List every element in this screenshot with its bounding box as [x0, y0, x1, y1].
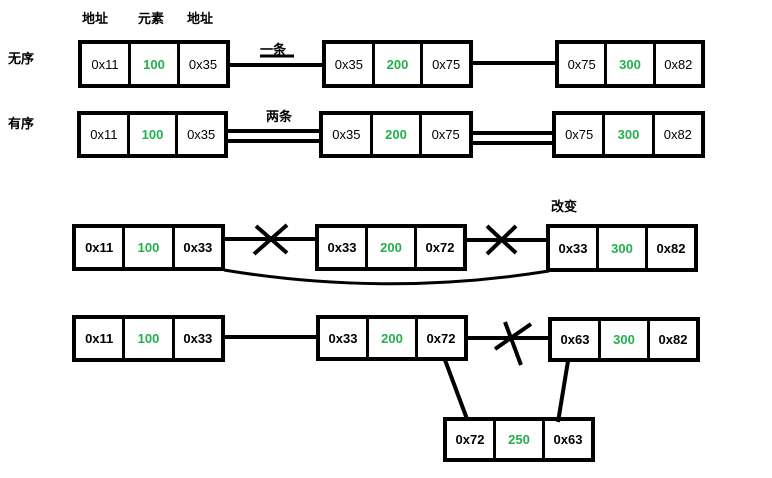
cell-value: 200 [369, 319, 418, 357]
column-header-address-1: 地址 [82, 11, 109, 26]
cell-value: 100 [125, 228, 175, 267]
cell-next-address: 0x33 [183, 240, 213, 255]
cell-next-address: 0x82 [663, 127, 692, 142]
node-unordered-2: 0x35 200 0x75 [322, 40, 473, 88]
row-label-ordered: 有序 [8, 116, 35, 131]
cell-next-address: 0x33 [183, 331, 213, 346]
cell-next-address: 0x75 [432, 56, 461, 72]
cell-next-address: 0x82 [658, 332, 688, 347]
cross-mark-2b-icon [485, 224, 518, 256]
cell-address: 0x72 [447, 421, 496, 458]
cell-address: 0x35 [326, 44, 375, 84]
node-inserted: 0x72 250 0x63 [443, 417, 595, 462]
cell-next-address: 0x63 [553, 432, 583, 447]
node-ordered-1: 0x11 100 0x35 [77, 111, 228, 158]
cell-value: 100 [131, 44, 180, 84]
cell-value: 200 [368, 228, 417, 267]
cell-address: 0x75 [559, 44, 608, 84]
cell-value: 200 [375, 44, 424, 84]
cell-value: 100 [130, 115, 179, 154]
annotation-two-lines: 两条 [266, 109, 293, 124]
node-unordered-3: 0x75 300 0x82 [555, 40, 705, 88]
node-unordered-1: 0x11 100 0x35 [78, 40, 230, 88]
cell-next-address: 0x75 [431, 127, 460, 142]
link-from-inserted-right [556, 360, 570, 423]
node-ordered-2: 0x35 200 0x75 [319, 111, 473, 158]
cell-address: 0x11 [81, 115, 130, 154]
cell-address: 0x33 [550, 228, 599, 268]
cell-address: 0x11 [76, 319, 126, 358]
node-relink1-1: 0x11 100 0x33 [72, 224, 225, 271]
cell-value: 100 [125, 319, 175, 358]
column-header-element: 元素 [138, 11, 165, 26]
cell-next-address: 0x82 [656, 240, 686, 256]
cell-value: 300 [607, 44, 656, 84]
cell-value: 300 [605, 115, 655, 154]
node-relink2-3: 0x63 300 0x82 [548, 317, 700, 362]
cell-value: 300 [601, 321, 650, 358]
node-ordered-3: 0x75 300 0x82 [552, 111, 705, 158]
cell-value: 300 [599, 228, 648, 268]
cell-address: 0x11 [76, 228, 126, 267]
cell-address: 0x75 [556, 115, 606, 154]
column-header-address-2: 地址 [187, 11, 214, 26]
bypass-curve [223, 268, 550, 286]
cell-address: 0x33 [319, 228, 368, 267]
annotation-one-line: 一条 [260, 42, 287, 57]
cross-mark-1a-icon [254, 224, 289, 255]
cell-next-address: 0x35 [187, 127, 216, 142]
cell-address: 0x35 [323, 115, 373, 154]
cross-mark-3a-icon [493, 322, 533, 351]
cross-mark-1b-icon [252, 223, 289, 256]
cell-address: 0x63 [552, 321, 601, 358]
node-relink2-1: 0x11 100 0x33 [72, 315, 225, 362]
node-relink1-3: 0x33 300 0x82 [546, 224, 698, 272]
cell-value: 200 [373, 115, 423, 154]
cross-mark-3b-icon [503, 321, 523, 366]
node-relink2-2: 0x33 200 0x72 [316, 315, 468, 361]
cross-mark-2a-icon [485, 224, 518, 255]
cell-address: 0x33 [320, 319, 369, 357]
cell-next-address: 0x72 [425, 240, 455, 255]
link-to-inserted-left [443, 359, 469, 420]
cell-next-address: 0x35 [188, 56, 218, 72]
cell-next-address: 0x72 [426, 330, 456, 346]
node-relink1-2: 0x33 200 0x72 [315, 224, 467, 271]
annotation-changed: 改变 [551, 199, 578, 214]
cell-address: 0x11 [82, 44, 131, 84]
cell-next-address: 0x82 [664, 56, 693, 72]
cell-value: 250 [496, 421, 545, 458]
row-label-unordered: 无序 [8, 51, 35, 66]
